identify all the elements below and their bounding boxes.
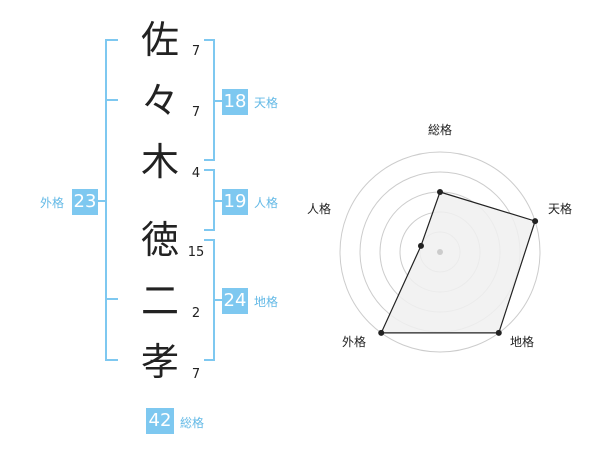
- radar-axis-label-soukaku: 総格: [428, 123, 453, 137]
- stroke-count: 4: [191, 166, 201, 181]
- name-char: 孝: [140, 340, 179, 384]
- tenkaku-label: 天格: [254, 96, 279, 110]
- radar-axis-label-chikaku: 地格: [510, 335, 535, 349]
- soukaku-label: 総格: [180, 416, 205, 430]
- radar-point: [378, 329, 385, 336]
- radar-point: [495, 329, 502, 336]
- radar-center-dot: [437, 249, 443, 255]
- radar-point: [417, 242, 424, 249]
- name-char: 佐: [140, 18, 179, 62]
- stroke-count: 7: [191, 105, 201, 120]
- radar-axis-label-gaikaku: 外格: [342, 335, 367, 349]
- radar-axis-label-jinkaku: 人格: [307, 202, 332, 216]
- stroke-count: 7: [191, 44, 201, 59]
- radar-point: [532, 218, 539, 225]
- tenkaku-value: 18: [222, 89, 248, 115]
- jinkaku-label: 人格: [254, 196, 279, 210]
- radar-point: [437, 189, 443, 195]
- stroke-count: 15: [187, 245, 205, 260]
- name-char: 徳: [140, 218, 179, 262]
- chikaku-value: 24: [222, 288, 248, 314]
- radar-series-polygon: [380, 191, 536, 334]
- chikaku-label: 地格: [254, 295, 279, 309]
- name-char: 々: [140, 79, 179, 123]
- jinkaku-value: 19: [222, 189, 248, 215]
- radar-axis-label-tenkaku: 天格: [548, 202, 573, 216]
- stroke-count: 7: [191, 367, 201, 382]
- name-char: 木: [140, 140, 179, 184]
- stroke-count: 2: [191, 306, 201, 321]
- name-char: 二: [140, 279, 179, 323]
- gaikaku-label: 外格: [40, 196, 65, 210]
- gaikaku-value: 23: [72, 189, 98, 215]
- radar-grid-ring: [339, 151, 541, 353]
- soukaku-value: 42: [146, 408, 174, 434]
